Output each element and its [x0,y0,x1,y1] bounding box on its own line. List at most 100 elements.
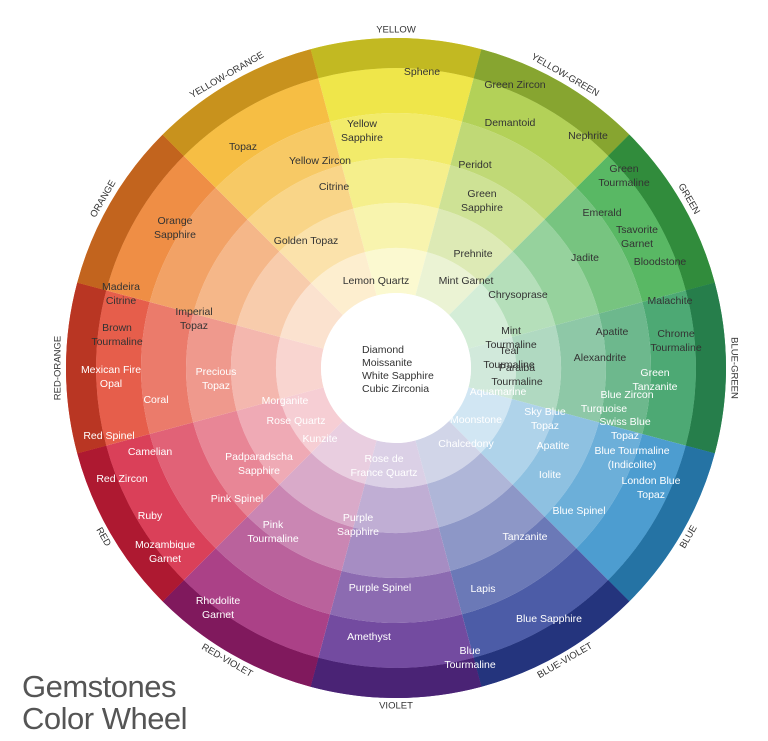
wedge-blue-violet-ring-5 [461,548,609,658]
wedge-red-violet-ring-3 [247,484,354,571]
wedge-orange-ring-1 [280,283,343,349]
gem-label-chrysoprase: Chrysoprase [488,289,548,301]
wedge-violet-ring-2 [353,483,439,533]
center-stone-label: Cubic Zirconia [362,383,429,395]
wedge-red-ring-4 [149,422,248,549]
wedge-violet-rim [310,657,482,698]
gem-label-sphene: Sphene [404,66,440,78]
wedge-yellow-orange-ring-2 [279,208,365,284]
wedge-red-ring-1 [280,387,343,453]
wedge-blue-green-ring-3 [555,313,606,423]
wedge-red-orange-ring-3 [186,313,237,423]
gem-label-prehnite: Prehnite [453,248,492,260]
wedge-yellow-green-ring-2 [427,208,513,284]
gem-label-tanzanite: Tanzanite [503,531,548,543]
gem-label-iolite: Iolite [539,469,561,481]
wedge-red-violet-ring-1 [311,421,377,484]
center-disc [321,293,471,443]
segment-label-violet: VIOLET [379,701,413,712]
wedge-yellow-ring-1 [364,248,428,296]
wedge-red-orange-ring-4 [141,302,194,434]
wedge-yellow-orange-ring-1 [311,252,377,315]
wedge-red-violet-ring-2 [279,452,365,528]
wedge-orange-ring-4 [149,187,248,314]
gem-label-citrine: Citrine [319,181,350,193]
wedge-red-orange-rim [65,282,107,454]
wedge-blue-ring-4 [544,422,643,549]
gem-label-alexandrite: Alexandrite [574,352,627,364]
wedge-blue-ring-5 [576,433,686,581]
wedge-orange-ring-3 [193,219,280,326]
wedge-blue-ring-3 [512,410,599,517]
wedge-red-rim [77,445,184,602]
gem-label-demantoid: Demantoid [485,117,536,129]
wedge-violet-ring-3 [341,527,451,578]
gem-label-red-zircon: Red Zircon [96,473,148,485]
gem-label-apatite: Apatite [596,326,629,338]
segment-label-blue-green: BLUE-GREEN [728,337,739,399]
wedge-blue-green-ring-2 [511,325,561,411]
gem-label-jadite: Jadite [571,252,599,264]
wedge-blue-violet-ring-2 [427,452,513,528]
wedge-orange-ring-5 [106,155,216,303]
wedge-yellow-ring-5 [318,68,474,122]
wedge-orange-rim [77,134,184,291]
wedge-yellow-ring-2 [353,203,439,253]
wedge-blue-violet-ring-4 [450,516,577,615]
gem-label-blue-sapphire: Blue Sapphire [516,613,582,625]
wedge-red-orange-ring-2 [231,325,281,411]
wedge-violet-ring-4 [330,570,462,624]
wedge-green-ring-2 [480,251,556,337]
gem-label-lemon-quartz: Lemon Quartz [343,275,410,287]
wedge-blue-violet-ring-1 [415,421,481,484]
gem-label-morganite: Morganite [262,395,309,407]
wheel-wedges [65,38,726,698]
wedge-green-ring-4 [544,187,643,314]
gem-label-lapis: Lapis [470,583,495,595]
wedge-blue-ring-1 [449,387,512,453]
gem-label-amethyst: Amethyst [347,631,391,643]
wedge-blue-green-ring-1 [468,336,516,400]
wedge-green-ring-1 [449,283,512,349]
wedge-yellow-ring-4 [330,113,462,166]
gem-label-bloodstone: Bloodstone [634,256,687,268]
wedge-blue-green-ring-4 [598,302,652,434]
gem-label-apatite: Apatite [537,440,570,452]
gem-label-mint-garnet: Mint Garnet [439,275,494,287]
wedge-yellow-green-rim [473,49,630,156]
gem-label-topaz: Topaz [229,141,257,153]
wedge-blue-ring-2 [480,399,556,485]
wedge-green-ring-5 [576,155,686,303]
center-stone-label: Moissanite [362,357,412,369]
wedge-blue-violet-ring-3 [438,484,545,571]
wedge-red-orange-ring-5 [95,290,150,446]
gem-label-green-zircon: Green Zircon [484,79,545,91]
wedge-yellow-orange-ring-4 [215,121,342,220]
wedge-blue-violet-rim [473,580,630,687]
gem-label-ruby: Ruby [138,510,163,522]
center-stone-label: White Sapphire [362,370,434,382]
chart-title-line-2: Color Wheel [22,701,188,736]
gem-label-blue-zircon: Blue Zircon [600,389,653,401]
wedge-red-orange-ring-1 [276,336,324,400]
wedge-red-ring-2 [236,399,312,485]
chart-title-line-1: Gemstones [22,669,177,704]
